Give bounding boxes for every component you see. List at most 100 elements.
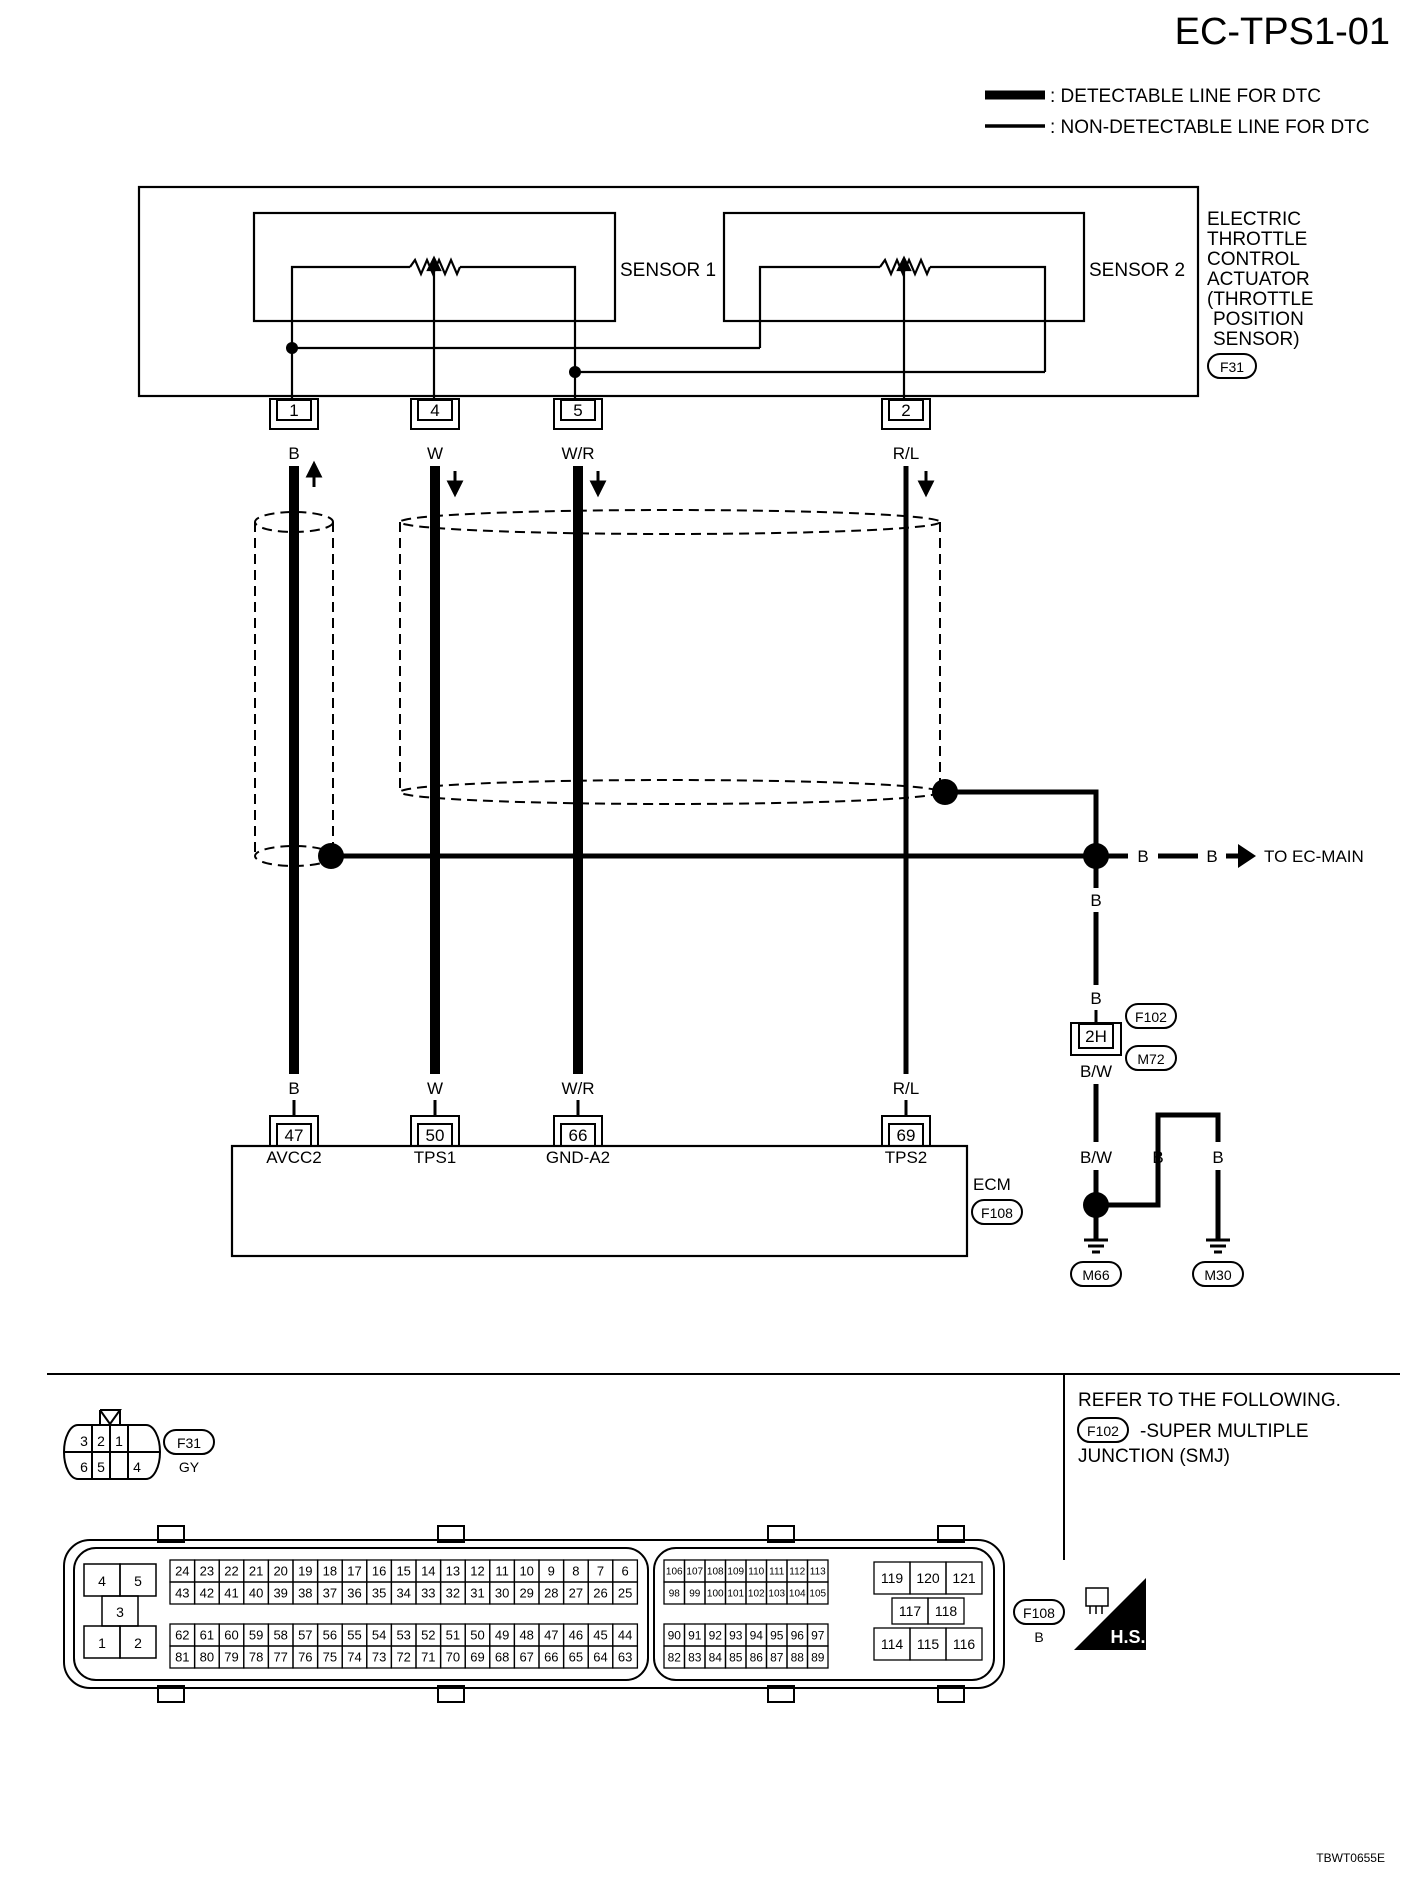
wire-color: R/L	[893, 444, 919, 463]
splice-dot	[318, 843, 344, 869]
f108-pin: 117	[899, 1603, 922, 1619]
f108-pin: 103	[768, 1589, 785, 1600]
f108-pin: 42	[200, 1586, 214, 1601]
f108-pin: 14	[421, 1564, 435, 1579]
f108-pin: 61	[200, 1628, 214, 1643]
f108-pin: 88	[791, 1650, 805, 1664]
f108-pin: 76	[298, 1650, 312, 1665]
f108-pin: 100	[707, 1589, 724, 1600]
f108-pin: 43	[175, 1586, 189, 1601]
f108-pin: 83	[688, 1650, 702, 1664]
f108-pin: 107	[686, 1567, 703, 1578]
svg-text:F31: F31	[1220, 359, 1244, 375]
f31-pin: 6	[80, 1459, 88, 1475]
f108-pin: 39	[273, 1586, 287, 1601]
connector-f31-badge: F31	[1207, 353, 1257, 379]
f108-pin: 115	[917, 1636, 940, 1652]
svg-text:F102: F102	[1087, 1423, 1119, 1439]
terminal-pin: 1	[289, 401, 298, 420]
f108-pin: 45	[593, 1628, 607, 1643]
splice-dot	[286, 342, 298, 354]
f108-pin: 99	[689, 1589, 701, 1600]
wire-color: B	[1137, 847, 1148, 866]
f108-pin: 71	[421, 1650, 435, 1665]
f108-pin: 97	[811, 1628, 825, 1642]
f108-pin: 81	[175, 1650, 189, 1665]
f108-pin: 63	[618, 1650, 632, 1665]
bottom-terminals	[269, 1100, 931, 1147]
f108-pin: 85	[729, 1650, 743, 1664]
f108-pin: 118	[935, 1603, 958, 1619]
f108-pin: 18	[323, 1564, 337, 1579]
f108-color: B	[1034, 1629, 1043, 1645]
f108-pin: 57	[298, 1628, 312, 1643]
f108-pin: 82	[668, 1650, 682, 1664]
svg-text:F102: F102	[1135, 1009, 1167, 1025]
f108-pin: 37	[323, 1586, 337, 1601]
f108-pin-cell	[806, 1645, 829, 1669]
refer-text: -SUPER MULTIPLE	[1140, 1421, 1309, 1442]
f108-pin: 20	[273, 1564, 287, 1579]
f31-connector-face	[63, 1409, 161, 1480]
f108-pin: 7	[597, 1564, 604, 1579]
wire-color: R/L	[893, 1079, 919, 1098]
f108-pin: 79	[224, 1650, 238, 1665]
f108-pin: 22	[224, 1564, 238, 1579]
sensor1-potentiometer	[409, 255, 462, 277]
terminal-name: TPS2	[885, 1148, 928, 1167]
f108-pin: 91	[688, 1628, 702, 1642]
wire-color: B	[1212, 1148, 1223, 1167]
wire-color: B	[288, 444, 299, 463]
terminal-pin: 66	[569, 1126, 588, 1145]
svg-text:M66: M66	[1082, 1267, 1109, 1283]
f108-pin: 105	[809, 1589, 826, 1600]
ecm-label: ECM	[973, 1175, 1011, 1194]
f108-label-badge: F108	[1013, 1599, 1065, 1625]
f108-pin: 16	[372, 1564, 386, 1579]
f108-pin: 4	[98, 1573, 106, 1589]
f108-pin: 121	[952, 1570, 976, 1586]
f108-pin: 1	[98, 1635, 106, 1651]
f108-pin: 102	[748, 1589, 765, 1600]
f108-pin: 44	[618, 1628, 632, 1643]
f108-pin-cell	[612, 1581, 639, 1605]
sensor1-label: SENSOR 1	[620, 260, 716, 281]
f108-pin: 69	[470, 1650, 484, 1665]
throttle-actuator	[137, 185, 1200, 400]
svg-text:ACTUATOR: ACTUATOR	[1207, 269, 1310, 290]
f31-pin: 1	[115, 1433, 123, 1449]
f108-pin: 13	[446, 1564, 460, 1579]
terminal-name: TPS1	[414, 1148, 457, 1167]
f108-pin: 65	[569, 1650, 583, 1665]
junction-2h	[1070, 1010, 1122, 1056]
splice-dot	[1083, 843, 1109, 869]
wire-color: B	[288, 1079, 299, 1098]
arrow-right-icon	[1226, 844, 1256, 868]
terminal-pin: 47	[285, 1126, 304, 1145]
f108-pin: 68	[495, 1650, 509, 1665]
f108-pin: 98	[669, 1589, 681, 1600]
junction-pin: 2H	[1085, 1027, 1107, 1046]
f108-pin: 29	[519, 1586, 533, 1601]
f108-pin: 80	[200, 1650, 214, 1665]
wire-color: B	[1090, 989, 1101, 1008]
signal-arrows	[305, 460, 935, 498]
f31-pin: 3	[80, 1433, 88, 1449]
f108-pin: 119	[881, 1570, 904, 1586]
footer-code: TBWT0655E	[1316, 1851, 1385, 1865]
terminal-pin: 50	[426, 1126, 445, 1145]
f108-pin: 30	[495, 1586, 509, 1601]
f108-pin: 114	[881, 1636, 904, 1652]
f108-pin: 95	[770, 1628, 784, 1642]
terminal-pin: 2	[901, 401, 910, 420]
f108-pin: 96	[791, 1628, 805, 1642]
f108-pin: 92	[709, 1628, 723, 1642]
terminal-pin: 5	[573, 401, 582, 420]
legend: : DETECTABLE LINE FOR DTC : NON-DETECTAB…	[985, 86, 1370, 138]
legend-non-detectable: : NON-DETECTABLE LINE FOR DTC	[1050, 117, 1370, 138]
to-ec-main-label: TO EC-MAIN	[1264, 847, 1364, 866]
f108-pin: 120	[916, 1570, 940, 1586]
f108-pin: 109	[727, 1567, 744, 1578]
terminal-pin: 4	[430, 401, 439, 420]
wire-color: W/R	[561, 444, 594, 463]
